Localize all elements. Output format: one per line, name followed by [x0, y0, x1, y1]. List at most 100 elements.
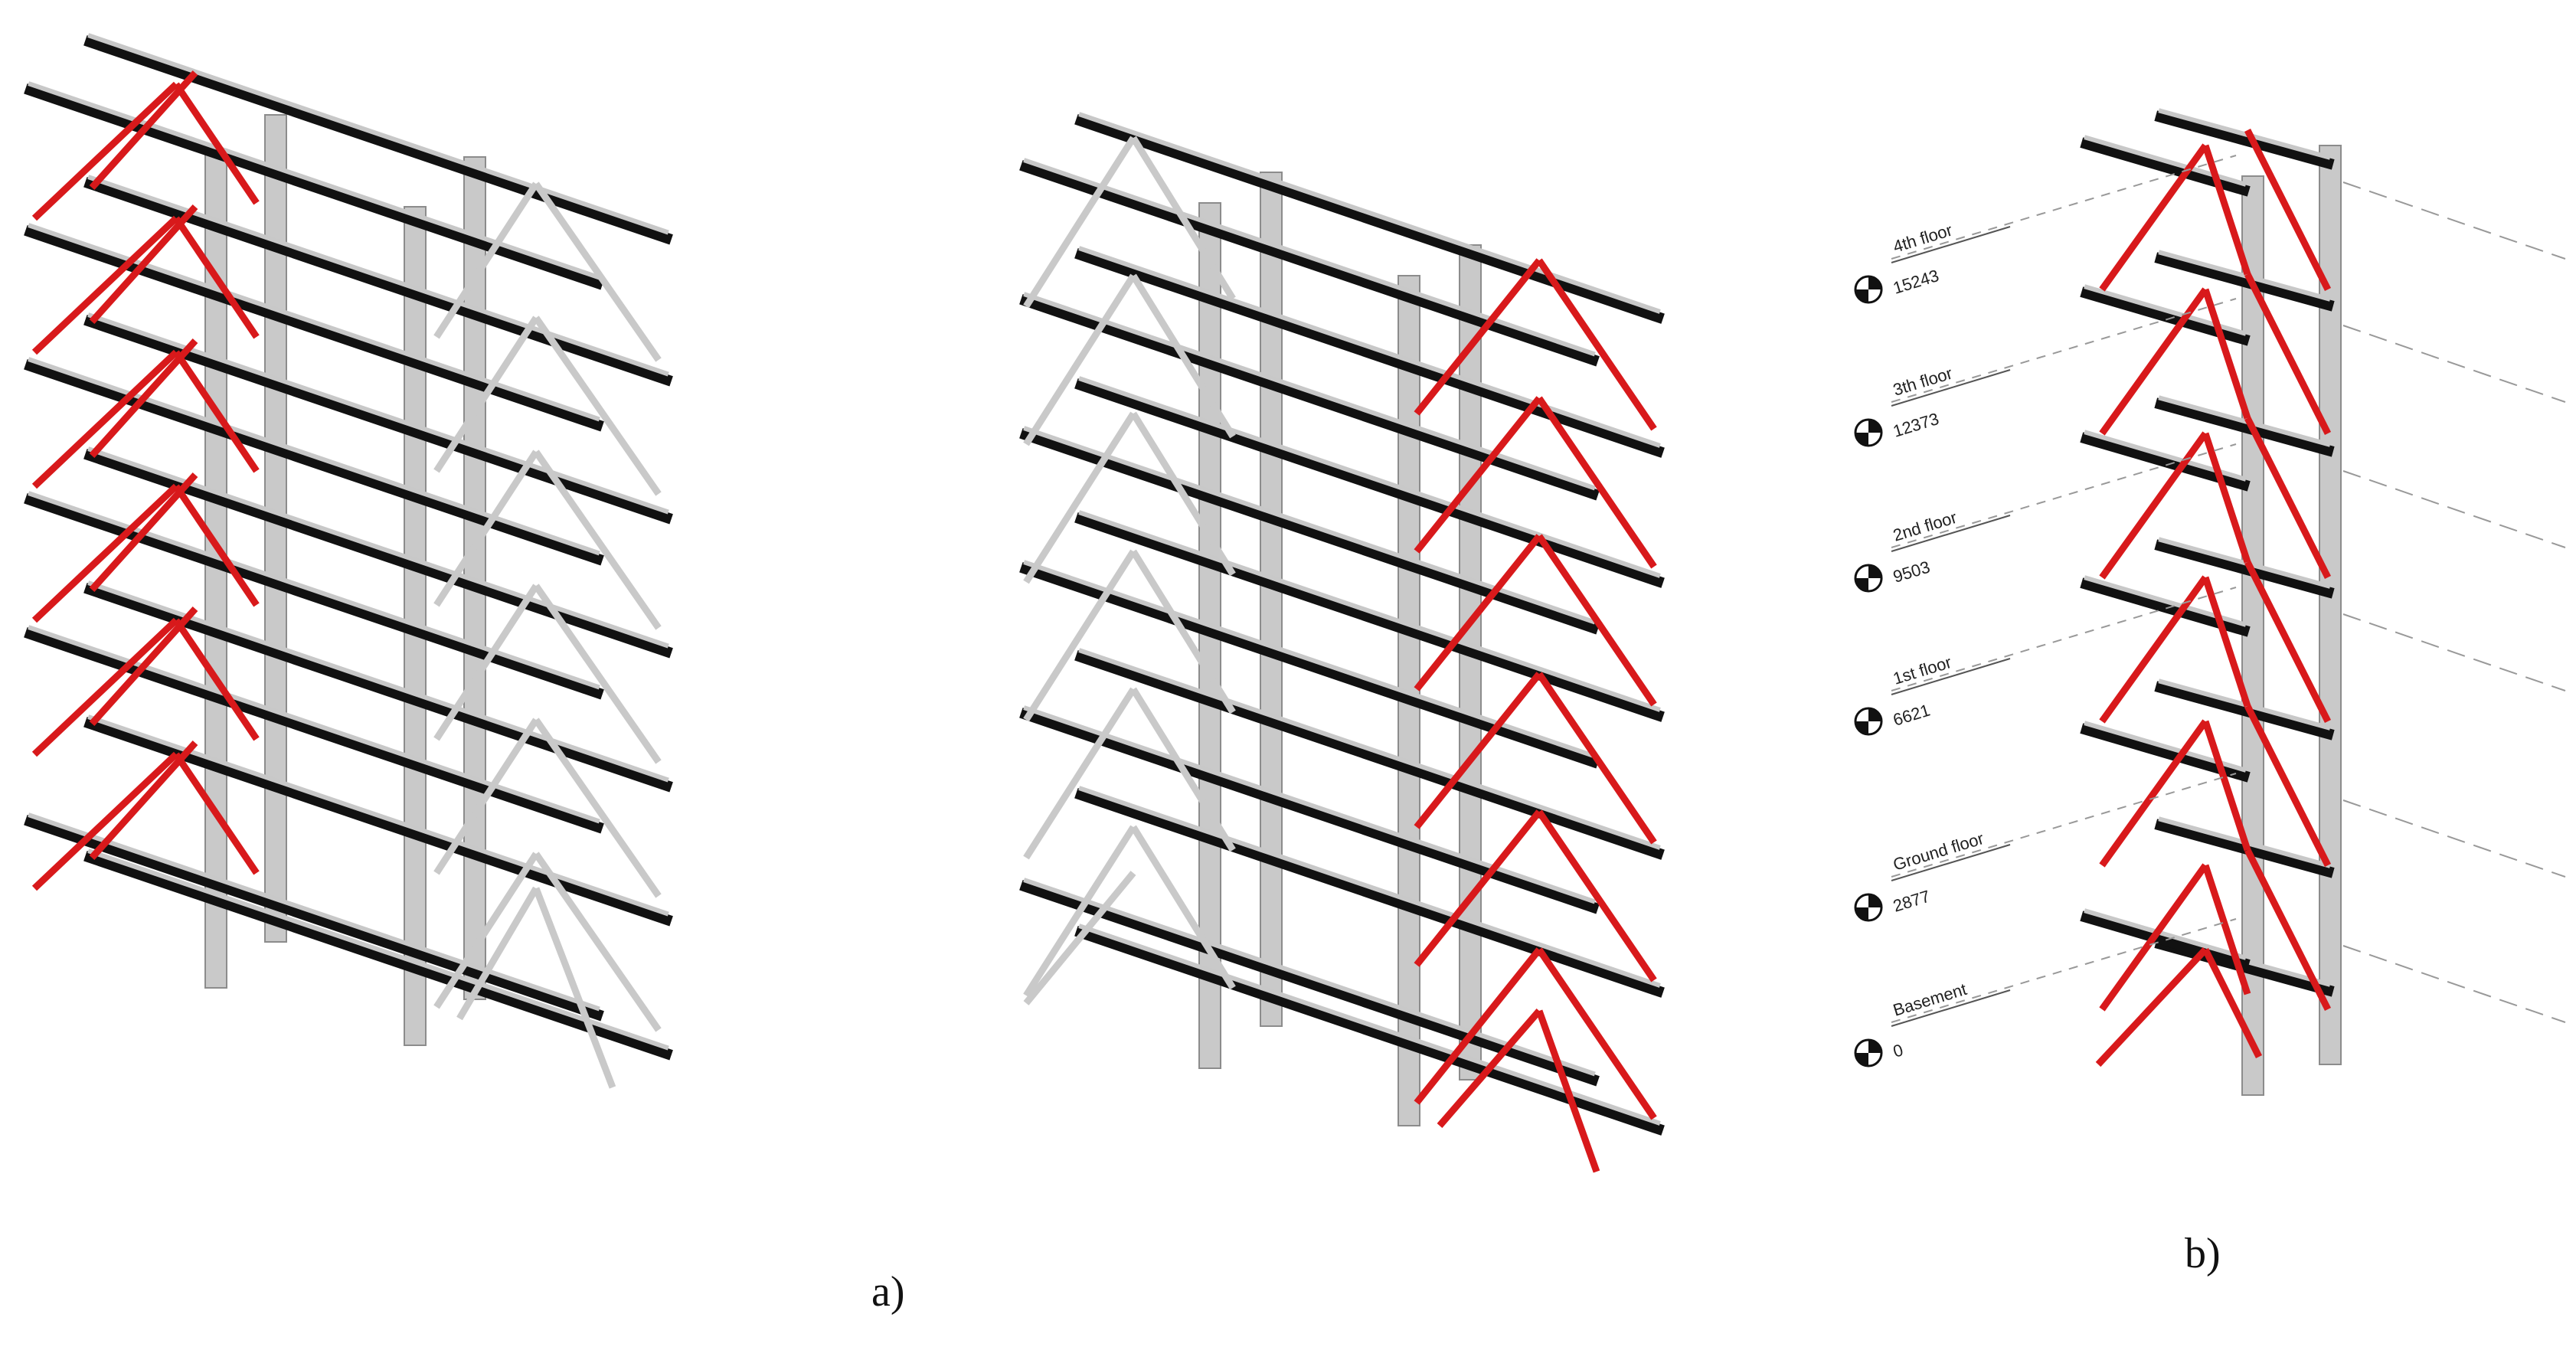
datum-quadrant	[1855, 433, 1868, 446]
brace-red	[2099, 431, 2208, 580]
beam-shadow	[1019, 160, 1600, 367]
brace-red	[2099, 863, 2208, 1012]
frame-a-left-view	[24, 33, 673, 1089]
brace-gray	[1023, 549, 1136, 722]
beam	[28, 81, 600, 280]
brace-red	[2244, 848, 2332, 1012]
datum-quadrant	[1868, 565, 1881, 578]
brace-red	[1536, 534, 1657, 707]
level-line	[1891, 587, 2237, 691]
beam-shadow	[1074, 114, 1665, 324]
brace-gray	[433, 852, 539, 1009]
frame-b-view	[2080, 108, 2342, 1096]
brace-gray	[456, 886, 539, 1021]
beam-shadow	[1074, 926, 1665, 1136]
brace-red	[89, 472, 198, 593]
level-datum-icon	[1854, 707, 1883, 736]
beam-shadow	[1074, 378, 1665, 588]
level-elevation: 15243	[1891, 266, 1941, 298]
brace-gray	[532, 887, 616, 1089]
datum-quadrant	[1868, 420, 1881, 433]
beam-shadow	[24, 83, 604, 290]
beam	[1023, 705, 1596, 904]
brace-red	[173, 216, 260, 339]
beam-shadow	[2080, 911, 2251, 970]
level-elevation: 12373	[1891, 409, 1941, 441]
beam-shadow	[2154, 252, 2335, 312]
brace-red	[2095, 946, 2208, 1067]
brace-red	[1437, 1009, 1542, 1128]
beam-shadow	[1019, 708, 1600, 914]
brace-red	[1536, 947, 1657, 1120]
brace-red	[31, 751, 179, 891]
level-name: Ground floor	[1891, 829, 1986, 875]
brace-red	[2202, 864, 2251, 996]
brace-red	[2244, 128, 2332, 292]
datum-quadrant	[1868, 894, 1881, 907]
brace-gray	[1023, 871, 1136, 1005]
brace-red	[89, 338, 198, 459]
level-line-right	[2342, 945, 2566, 1023]
beam-shadow	[1019, 428, 1600, 635]
level-datum-icon	[1854, 275, 1883, 304]
level-leader	[1891, 369, 2011, 407]
brace-gray	[533, 450, 662, 630]
brace-gray	[1130, 687, 1236, 852]
brace-red	[2244, 416, 2332, 580]
brace-red	[31, 617, 179, 757]
brace-red	[89, 70, 198, 191]
brace-gray	[433, 315, 539, 473]
brace-red	[2244, 272, 2332, 436]
beam-shadow	[1074, 788, 1665, 998]
level-line	[1891, 298, 2237, 403]
column	[1459, 244, 1482, 1081]
beam	[28, 223, 600, 422]
level-leader	[1891, 515, 2011, 552]
brace-red	[31, 215, 179, 355]
brace-gray	[1023, 687, 1136, 860]
datum-quadrant	[1868, 276, 1881, 289]
level-leader	[1891, 844, 2011, 881]
level-datum-icon	[1854, 564, 1883, 593]
level-elevation: 9503	[1891, 557, 1932, 587]
brace-red	[2202, 947, 2263, 1059]
brace-red	[1536, 672, 1657, 845]
level-line-right	[2342, 799, 2566, 878]
brace-gray	[1023, 136, 1136, 309]
level-line-right	[2342, 613, 2566, 691]
brace-red	[2202, 720, 2251, 852]
beam	[1023, 292, 1596, 491]
datum-quadrant	[1855, 907, 1868, 920]
brace-red	[31, 349, 179, 489]
brace-gray	[1130, 273, 1236, 439]
brace-gray	[533, 718, 662, 898]
beam-shadow	[2154, 110, 2335, 170]
beam-shadow	[1074, 512, 1665, 722]
brace-gray	[433, 450, 539, 607]
brace-red	[1414, 396, 1542, 554]
beam	[87, 848, 669, 1051]
beam	[2158, 250, 2331, 302]
beam	[28, 812, 600, 1012]
level-datum-icon	[1854, 1038, 1883, 1067]
beam	[1078, 246, 1661, 448]
level-name: 4th floor	[1891, 221, 1954, 257]
beam	[1078, 112, 1661, 314]
beam	[1078, 376, 1661, 578]
datum-quadrant	[1855, 578, 1868, 591]
brace-red	[173, 752, 260, 875]
brace-gray	[1023, 825, 1136, 998]
frame-a-right-view	[1019, 112, 1665, 1173]
level-leader	[1891, 658, 2011, 695]
level-line-right	[2342, 181, 2566, 260]
beam	[1078, 924, 1661, 1126]
brace-red	[173, 618, 260, 741]
brace-red	[89, 606, 198, 727]
brace-red	[1414, 534, 1542, 691]
level-leader	[1891, 226, 2011, 263]
brace-red	[2099, 719, 2208, 868]
beam	[1078, 648, 1661, 850]
brace-red	[173, 484, 260, 607]
brace-red	[1535, 1009, 1600, 1173]
